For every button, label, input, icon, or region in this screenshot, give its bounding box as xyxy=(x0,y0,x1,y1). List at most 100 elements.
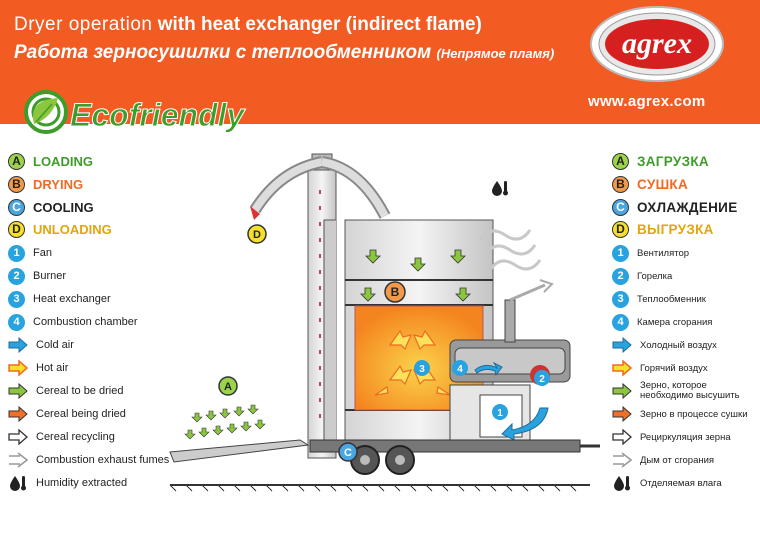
title-en-bold: with heat exchanger (indirect flame) xyxy=(157,14,482,35)
diagram-label-2: 2 xyxy=(539,374,545,385)
ecofriendly-logo: Ecofriendly xyxy=(24,90,247,134)
orange-arrow-icon xyxy=(612,406,632,422)
legend-en-unloading: D UNLOADING xyxy=(8,220,112,238)
badge-3: 3 xyxy=(8,290,25,308)
legend-ru-exhaust: Дым от сгорания xyxy=(612,451,714,469)
legend-ru-fan: 1 Вентилятор xyxy=(612,244,689,262)
legend-ru-label: Горячий воздух xyxy=(640,362,708,374)
legend-ru-cereal-drying: Зерно в процессе сушки xyxy=(612,405,748,423)
legend-en-label: LOADING xyxy=(33,153,93,169)
title-en-thin: Dryer operation xyxy=(14,14,153,35)
legend-ru-label: Зерно в процессе сушки xyxy=(640,408,748,420)
diagram-badge-1: 1 xyxy=(492,404,508,420)
legend-en-label: Cereal recycling xyxy=(36,431,115,443)
cold-air-arrow-icon xyxy=(612,337,632,353)
legend-en-cold-air: Cold air xyxy=(8,336,74,354)
badge-d: D xyxy=(8,220,25,238)
badge-d: D xyxy=(612,220,629,238)
green-arrow-icon xyxy=(8,383,28,399)
legend-en-label: Burner xyxy=(33,270,67,282)
diagram-label-4: 4 xyxy=(457,364,463,375)
ground xyxy=(169,484,590,492)
diagram-label-3: 3 xyxy=(419,364,425,375)
humidity-smoke xyxy=(478,229,542,271)
grey-double-arrow-icon xyxy=(9,452,28,468)
legend-en-hot-air: Hot air xyxy=(8,359,68,377)
legend-ru-label: ЗАГРУЗКА xyxy=(637,153,709,169)
legend-en-label: DRYING xyxy=(33,176,84,192)
diagram-label-b: B xyxy=(391,285,400,299)
legend-en-cereal-drying: Cereal being dried xyxy=(8,405,126,423)
humidity-icon xyxy=(614,476,630,491)
diagram-badge-2: 2 xyxy=(534,370,550,386)
legend-en-burner: 2 Burner xyxy=(8,267,66,285)
badge-2: 2 xyxy=(8,267,25,285)
unloading-spout xyxy=(249,156,324,220)
legend-ru-label: Горелка xyxy=(637,270,673,282)
legend-ru-burner: 2 Горелка xyxy=(612,267,672,285)
diagram-badge-d: D xyxy=(247,224,267,244)
legend-ru-cold-air: Холодный воздух xyxy=(612,336,717,354)
legend-ru-unloading: D ВЫГРУЗКА xyxy=(612,220,714,238)
legend-ru-recycling: Рециркуляция зерна xyxy=(612,428,731,446)
badge-1: 1 xyxy=(8,244,25,262)
website-url[interactable]: www.agrex.com xyxy=(588,93,706,110)
diagram-badge-b: B xyxy=(384,281,406,303)
diagram-badge-3: 3 xyxy=(414,360,430,376)
humidity-icon xyxy=(10,476,26,491)
legend-english: A LOADING B DRYING C COOLING D UNLOADING… xyxy=(8,152,178,492)
legend-ru-cooling: C ОХЛАЖДЕНИЕ xyxy=(612,198,738,216)
legend-ru-hot-air: Горячий воздух xyxy=(612,359,708,377)
legend-ru-label: СУШКА xyxy=(637,176,689,192)
badge-2: 2 xyxy=(612,267,629,285)
agrex-logo: agrex xyxy=(590,6,724,82)
drying-arrows xyxy=(374,329,451,396)
dryer-diagram: A B C D 1 2 3 4 xyxy=(169,153,600,492)
legend-en-fan: 1 Fan xyxy=(8,244,52,262)
top-spout xyxy=(320,156,391,219)
legend-en-heat-exchanger: 3 Heat exchanger xyxy=(8,290,111,308)
legend-en-label: COOLING xyxy=(33,199,94,215)
legend-en-label: Fan xyxy=(33,247,52,259)
legend-en-label: Cereal being dried xyxy=(36,408,126,420)
legend-ru-label: Отделяемая влага xyxy=(640,477,722,489)
diagram-label-c: C xyxy=(344,447,352,459)
badge-c: C xyxy=(8,198,25,216)
legend-en-humidity: Humidity extracted xyxy=(8,474,127,492)
badge-b: B xyxy=(612,175,629,193)
legend-ru-line1: Зерно, которое xyxy=(640,380,707,391)
title-ru-main: Работа зерносушилки с теплообменником xyxy=(14,42,432,63)
legend-ru-combustion: 4 Камера сгорания xyxy=(612,313,712,331)
legend-ru-heat-exchanger: 3 Теплообменник xyxy=(612,290,706,308)
hot-air-arrow-icon xyxy=(8,360,28,376)
diagram-badge-a: A xyxy=(218,376,238,396)
grey-double-arrow-icon xyxy=(613,452,632,468)
legend-en-label: Combustion exhaust fumes xyxy=(36,454,170,466)
legend-ru-label: Теплообменник xyxy=(637,293,706,305)
diagram-label-1: 1 xyxy=(497,408,503,419)
legend-ru-label: Вентилятор xyxy=(637,247,690,259)
cold-air-arrows xyxy=(474,361,549,441)
legend-en-label: Cold air xyxy=(36,339,74,351)
badge-4: 4 xyxy=(612,313,629,331)
legend-ru-label: Рециркуляция зерна xyxy=(640,431,731,443)
diagram-label-d: D xyxy=(253,229,261,241)
legend-en-combustion: 4 Combustion chamber xyxy=(8,313,138,331)
logo-text: agrex xyxy=(622,27,692,60)
legend-en-drying: B DRYING xyxy=(8,175,83,193)
legend-ru-line2: необходимо высушить xyxy=(640,390,740,401)
legend-ru-loading: A ЗАГРУЗКА xyxy=(612,152,709,170)
legend-ru-label: ОХЛАЖДЕНИЕ xyxy=(637,199,738,215)
legend-en-cooling: C COOLING xyxy=(8,198,94,216)
title-english: Dryer operation with heat exchanger (ind… xyxy=(14,14,482,36)
legend-en-loading: A LOADING xyxy=(8,152,93,170)
legend-ru-humidity: Отделяемая влага xyxy=(612,474,722,492)
white-arrow-icon xyxy=(8,429,28,445)
legend-en-label: UNLOADING xyxy=(33,221,112,237)
legend-en-label: Heat exchanger xyxy=(33,293,111,305)
legend-ru-drying: B СУШКА xyxy=(612,175,688,193)
legend-en-label: Hot air xyxy=(36,362,69,374)
badge-3: 3 xyxy=(612,290,629,308)
legend-en-recycling: Cereal recycling xyxy=(8,428,115,446)
